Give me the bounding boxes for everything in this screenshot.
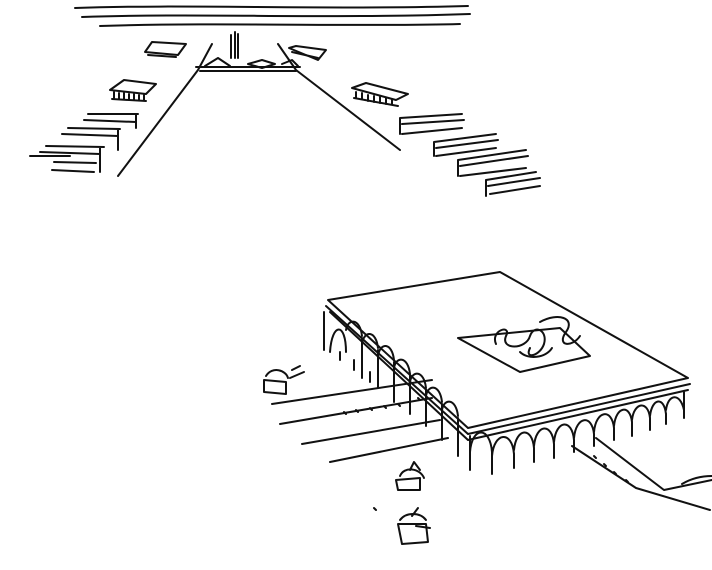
twin-towers — [230, 31, 239, 59]
right-ministry-slabs — [399, 113, 541, 197]
arcaded-palace-sketch — [263, 271, 712, 545]
left-arcaded-pavilion — [109, 79, 157, 102]
left-ministry-slabs — [29, 113, 139, 173]
palace-roof-slab — [325, 271, 691, 441]
left-colonnade — [323, 311, 459, 457]
plaza-forms — [195, 57, 301, 72]
right-arcaded-pavilion — [351, 82, 409, 107]
left-ramps — [271, 379, 449, 463]
axis-perspective-sketch — [29, 5, 541, 197]
far-pavilions — [144, 41, 327, 61]
front-colonnade — [469, 391, 685, 475]
right-ramp — [571, 437, 712, 511]
ground-stroke — [373, 475, 712, 511]
sculpture-front — [397, 507, 431, 545]
horizon-lines — [74, 5, 471, 27]
sculpture-center — [395, 461, 425, 491]
axis-edges — [117, 43, 401, 177]
sculpture-left — [263, 365, 305, 395]
roof-sculpture — [457, 316, 591, 373]
